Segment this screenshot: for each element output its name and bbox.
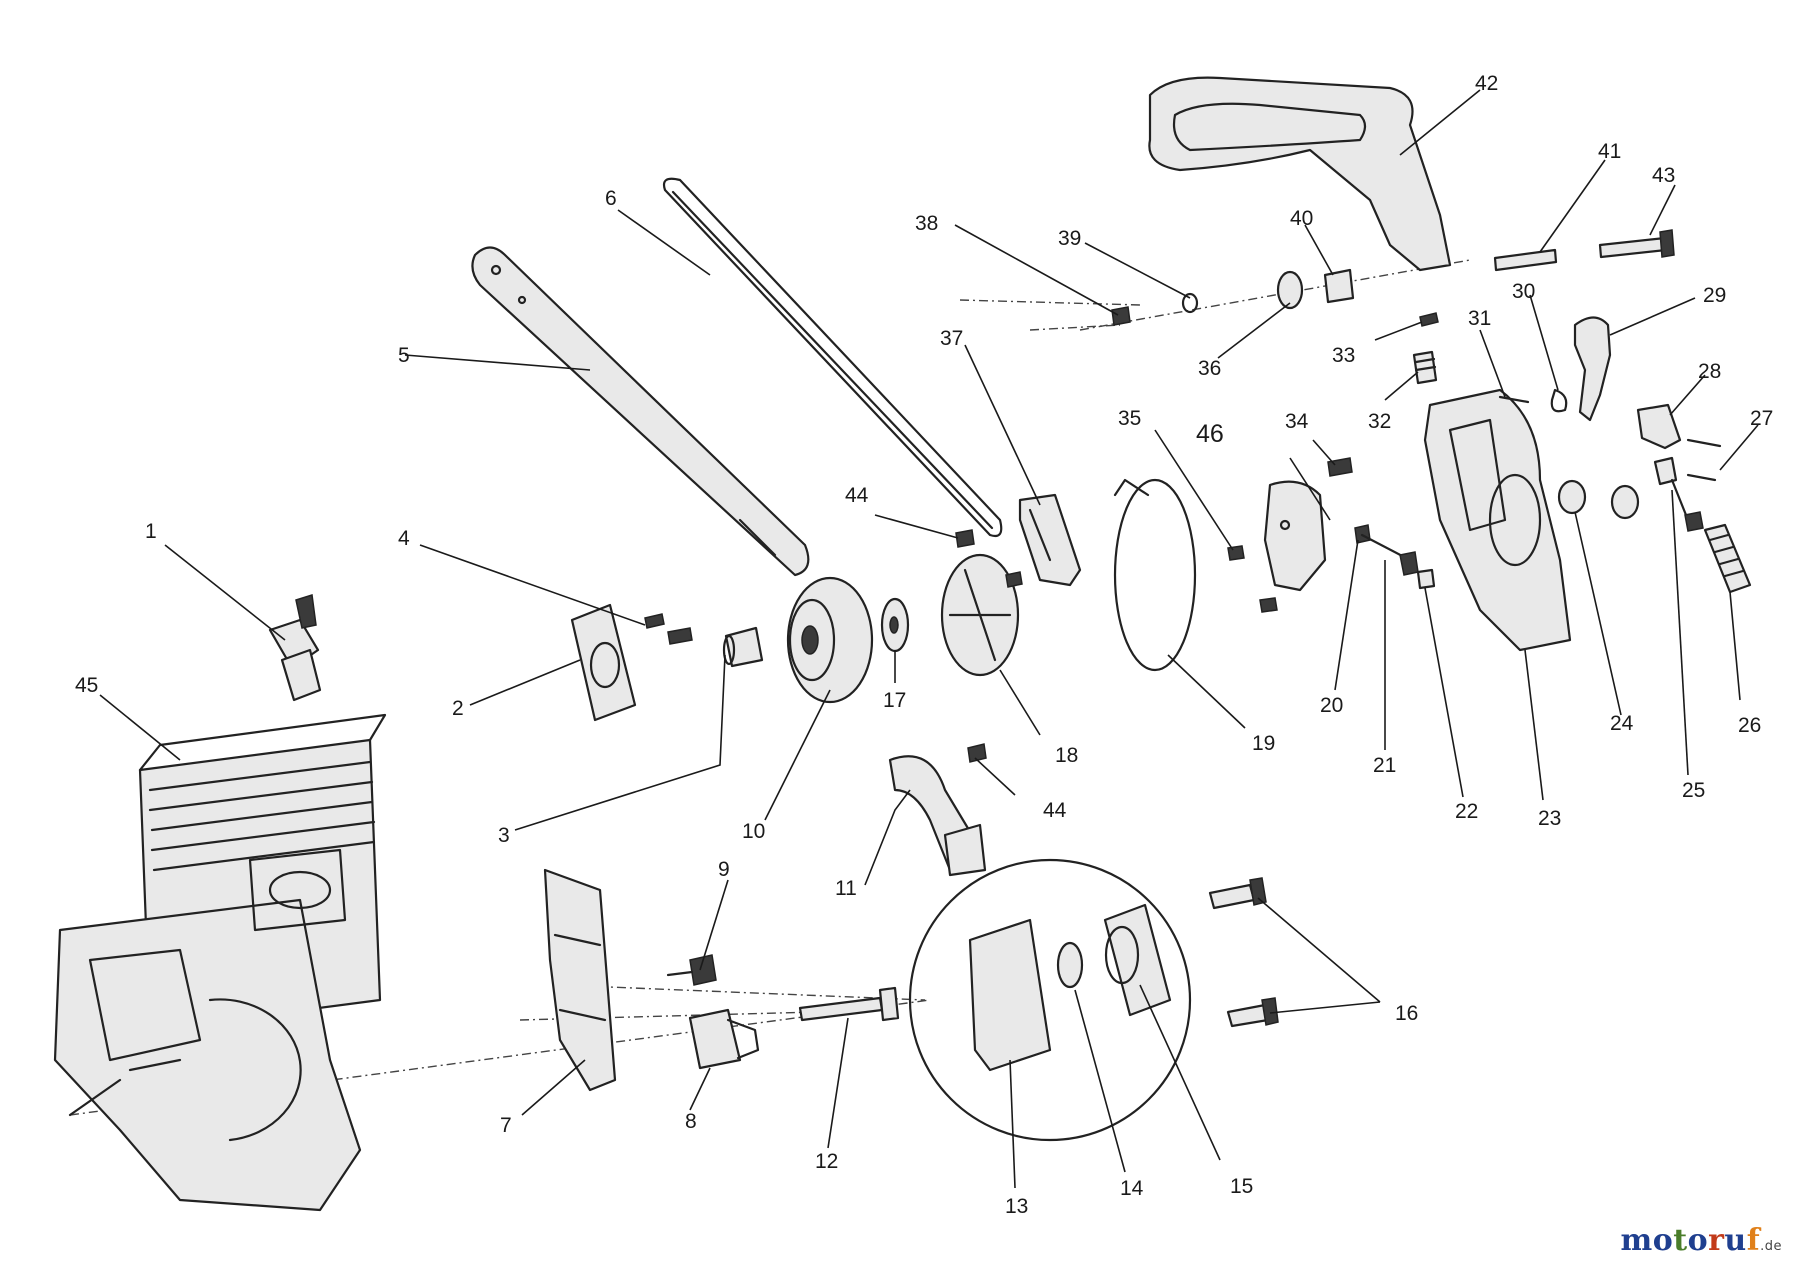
guide-bar-part — [471, 246, 810, 577]
label-39: 39 — [1058, 227, 1081, 250]
label-7: 7 — [500, 1114, 512, 1137]
screws-16-part — [1208, 877, 1279, 1028]
label-25: 25 — [1682, 779, 1705, 802]
logo-letter-m: m — [1620, 1223, 1653, 1258]
fasteners-36-40 — [1111, 268, 1355, 326]
label-36: 36 — [1198, 357, 1221, 380]
starter-group — [908, 858, 1192, 1142]
motoruf-logo: motoruf.de — [1620, 1223, 1782, 1258]
label-8: 8 — [685, 1110, 697, 1133]
brake-band-part — [1113, 478, 1197, 672]
logo-letter-r: r — [1708, 1223, 1725, 1258]
spring-32-part — [1412, 350, 1438, 385]
logo-letter-t: t — [1673, 1223, 1688, 1258]
bushing-part — [722, 626, 764, 668]
engine-cylinder-part — [53, 713, 387, 1212]
small-parts-20-22 — [1354, 524, 1436, 590]
label-44-lower: 44 — [1043, 799, 1067, 822]
label-34: 34 — [1285, 410, 1309, 433]
tensioner-bracket-part — [1018, 493, 1082, 587]
label-16: 16 — [1395, 1002, 1418, 1025]
label-19: 19 — [1252, 732, 1275, 755]
label-12: 12 — [815, 1150, 838, 1173]
logo-letter-f: f — [1746, 1223, 1761, 1258]
label-14: 14 — [1120, 1177, 1144, 1200]
screw-44-upper-part — [955, 529, 1023, 588]
clip-33-part — [1419, 312, 1439, 327]
label-10: 10 — [742, 820, 765, 843]
label-26: 26 — [1738, 714, 1761, 737]
saw-chain-part — [662, 177, 1003, 538]
pins-27-part — [1686, 438, 1722, 482]
washer-part — [880, 597, 910, 653]
label-3: 3 — [498, 824, 510, 847]
logo-letter-o2: o — [1687, 1223, 1709, 1258]
label-1: 1 — [145, 520, 157, 543]
screw-44-lower-part — [967, 743, 987, 763]
brake-lever-29-part — [1573, 316, 1612, 422]
clutch-part — [940, 553, 1020, 677]
oil-pump-part — [688, 1008, 760, 1070]
label-22: 22 — [1455, 800, 1478, 823]
label-41: 41 — [1598, 140, 1621, 163]
nuts-24-part — [1557, 479, 1640, 520]
label-45: 45 — [75, 674, 98, 697]
spring-30-part — [1550, 388, 1568, 413]
spark-plug-part — [268, 594, 322, 702]
label-17: 17 — [883, 689, 906, 712]
clutch-drum-part — [786, 576, 874, 704]
label-15: 15 — [1230, 1175, 1253, 1198]
label-33: 33 — [1332, 344, 1355, 367]
label-44-upper: 44 — [845, 484, 869, 507]
label-21: 21 — [1373, 754, 1396, 777]
chain-guard-part — [543, 868, 617, 1092]
label-35: 35 — [1118, 407, 1141, 430]
part-number-labels: 1 2 3 4 5 6 7 8 9 10 11 12 13 14 15 16 1… — [75, 72, 1773, 1218]
latch-28-part — [1636, 403, 1682, 450]
label-29: 29 — [1703, 284, 1726, 307]
label-37: 37 — [940, 327, 963, 350]
logo-letter-u: u — [1724, 1223, 1747, 1258]
label-46: 46 — [1196, 420, 1224, 448]
label-31: 31 — [1468, 307, 1491, 330]
clutch-cover-housing-part — [1423, 388, 1572, 652]
label-27: 27 — [1750, 407, 1773, 430]
label-4: 4 — [398, 527, 410, 550]
label-32: 32 — [1368, 410, 1391, 433]
leader-lines — [99, 89, 1759, 1189]
shaft-bolt-part — [798, 986, 900, 1022]
label-24: 24 — [1610, 712, 1634, 735]
spring-26-part — [1703, 523, 1752, 594]
label-9: 9 — [718, 858, 730, 881]
label-38: 38 — [915, 212, 938, 235]
label-2: 2 — [452, 697, 464, 720]
label-11: 11 — [835, 877, 857, 900]
gasket-plate-part — [570, 603, 637, 722]
logo-tld: .de — [1760, 1239, 1782, 1254]
label-13: 13 — [1005, 1195, 1028, 1218]
label-30: 30 — [1512, 280, 1535, 303]
label-20: 20 — [1320, 694, 1343, 717]
label-23: 23 — [1538, 807, 1561, 830]
oil-hose-part — [888, 755, 987, 877]
label-18: 18 — [1055, 744, 1078, 767]
label-28: 28 — [1698, 360, 1721, 383]
logo-letter-o1: o — [1652, 1223, 1674, 1258]
front-handle-42-part — [1148, 76, 1452, 272]
label-40: 40 — [1290, 207, 1313, 230]
label-42: 42 — [1475, 72, 1498, 95]
label-43: 43 — [1652, 164, 1675, 187]
label-5: 5 — [398, 344, 410, 367]
worm-gear-part — [666, 954, 717, 986]
bolt-pair-part — [644, 613, 693, 645]
label-6: 6 — [605, 187, 617, 210]
pins-41-43-part — [1493, 229, 1675, 272]
chain-adjuster-part — [1653, 456, 1704, 532]
cover-plate-46-part — [1263, 480, 1327, 592]
pin-31-part — [1498, 395, 1530, 404]
